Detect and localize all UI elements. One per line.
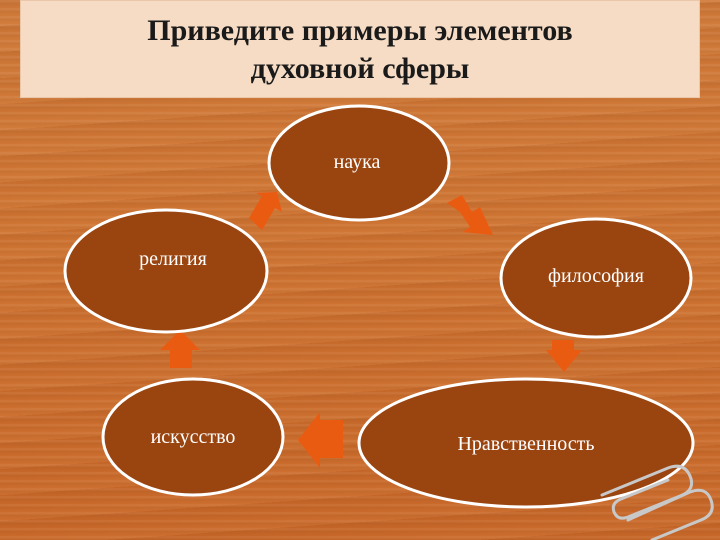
node-philosophy: философия bbox=[499, 217, 693, 339]
node-label-art: искусство bbox=[151, 426, 236, 448]
slide-title-line-2: духовной сферы bbox=[250, 52, 470, 85]
node-label-morality: Нравственность bbox=[457, 433, 594, 455]
node-label-philosophy: философия bbox=[548, 265, 644, 287]
node-morality: Нравственность bbox=[357, 377, 695, 509]
node-religion: религия bbox=[63, 208, 269, 334]
paperclip-icon bbox=[600, 464, 714, 540]
slide-title-line-1: Приведите примеры элементов bbox=[147, 14, 573, 47]
arrow-philosophy-to-morality bbox=[546, 340, 582, 372]
node-art: искусство bbox=[101, 377, 285, 497]
title-box: Приведите примеры элементов духовной сфе… bbox=[20, 0, 700, 98]
node-label-religion: религия bbox=[139, 248, 207, 270]
arrow-morality-to-art bbox=[298, 412, 343, 468]
node-label-science: наука bbox=[334, 151, 381, 173]
arrow-art-to-religion bbox=[160, 330, 200, 368]
arrow-religion-to-science bbox=[249, 192, 282, 230]
node-science: наука bbox=[267, 104, 451, 222]
arrow-science-to-philosophy bbox=[447, 195, 493, 235]
